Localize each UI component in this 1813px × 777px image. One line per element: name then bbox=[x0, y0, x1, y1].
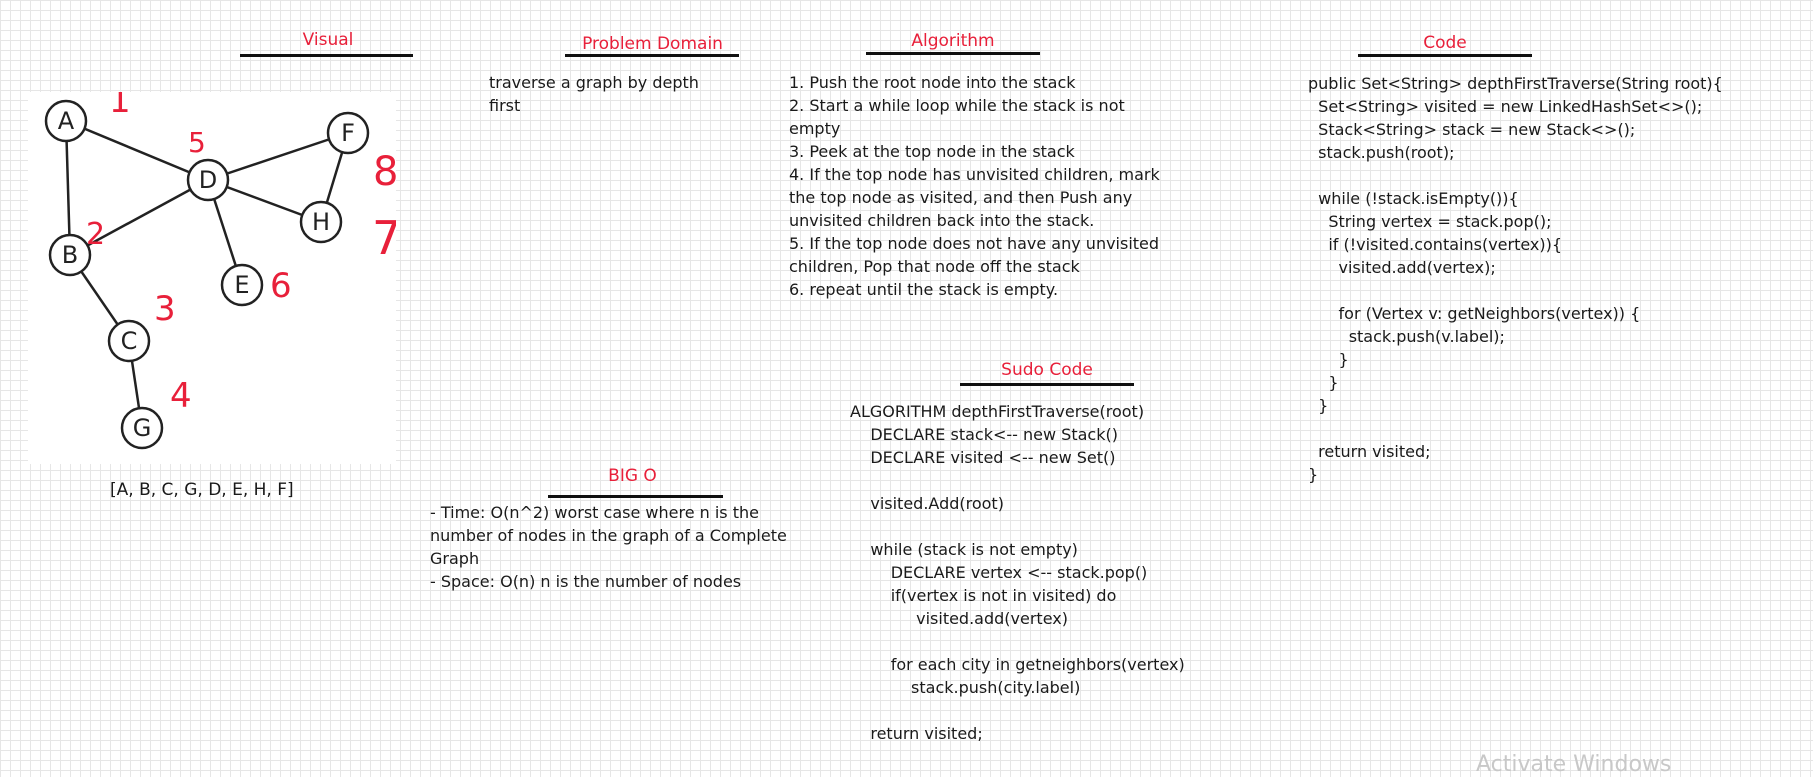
pseudo-code-line: visited.add(vertex) bbox=[850, 609, 1068, 628]
code-line bbox=[1308, 417, 1723, 440]
pseudo-code-line: while (stack is not empty) bbox=[850, 540, 1078, 559]
algorithm-step: 6. repeat until the stack is empty. bbox=[789, 280, 1059, 299]
code-line: for (Vertex v: getNeighbors(vertex)) { bbox=[1308, 304, 1641, 323]
node-circle bbox=[44, 99, 88, 143]
algorithm-step: 4. If the top node has unvisited childre… bbox=[789, 165, 1160, 230]
node-circle bbox=[107, 319, 151, 363]
node-label: E bbox=[234, 271, 249, 299]
traversal-result: [A, B, C, G, D, E, H, F] bbox=[110, 480, 294, 500]
node-label: B bbox=[62, 241, 78, 269]
pseudo-code-line: DECLARE stack<-- new Stack() bbox=[850, 425, 1118, 444]
node-circle bbox=[220, 263, 264, 307]
algorithm-step: 2. Start a while loop while the stack is… bbox=[789, 96, 1125, 138]
big-o-underline bbox=[548, 495, 723, 498]
big-o-title: BIG O bbox=[608, 466, 657, 486]
node-label: F bbox=[341, 119, 355, 147]
code-underline bbox=[1358, 54, 1532, 57]
pseudo-code-line: if(vertex is not in visited) do bbox=[850, 586, 1117, 605]
pseudo-code-line: for each city in getneighbors(vertex) bbox=[850, 655, 1185, 674]
code-line bbox=[1308, 164, 1723, 187]
pseudo-code-block: ALGORITHM depthFirstTraverse(root) DECLA… bbox=[850, 400, 1185, 745]
big-o-text: - Time: O(n^2) worst case where n is the… bbox=[430, 503, 787, 591]
node-circle bbox=[299, 200, 343, 244]
pseudo-code-line: DECLARE visited <-- new Set() bbox=[850, 448, 1116, 467]
pseudo-code-line bbox=[850, 515, 1185, 538]
visual-underline bbox=[240, 54, 413, 57]
graph-node-e: E bbox=[220, 263, 264, 307]
node-circle bbox=[326, 111, 370, 155]
code-line: } bbox=[1308, 396, 1329, 415]
code-line bbox=[1308, 279, 1723, 302]
visit-order-c: 3 bbox=[154, 289, 176, 329]
pseudo-code-line: return visited; bbox=[850, 724, 983, 743]
problem-domain-text: traverse a graph by depth first bbox=[489, 73, 699, 115]
algorithm-title: Algorithm bbox=[911, 31, 995, 51]
pseudo-code-line: ALGORITHM depthFirstTraverse(root) bbox=[850, 402, 1145, 421]
graph-node-g: G bbox=[120, 406, 164, 450]
graph-edge-d-b bbox=[69, 178, 209, 257]
node-label: G bbox=[133, 414, 152, 442]
pseudo-code-line: visited.Add(root) bbox=[850, 494, 1004, 513]
algorithm-step: 1. Push the root node into the stack bbox=[789, 73, 1076, 92]
algorithm-underline bbox=[866, 52, 1040, 55]
pseudo-code-underline bbox=[960, 383, 1134, 386]
visit-order-a: 1 bbox=[109, 92, 131, 121]
code-block: public Set<String> depthFirstTraverse(St… bbox=[1308, 72, 1723, 486]
graph-edge-a-d bbox=[65, 119, 209, 182]
visit-order-h: 7 bbox=[372, 211, 396, 265]
code-line: Set<String> visited = new LinkedHashSet<… bbox=[1308, 97, 1703, 116]
graph-node-f: F bbox=[326, 111, 370, 155]
node-label: C bbox=[121, 327, 138, 355]
code-line: String vertex = stack.pop(); bbox=[1308, 212, 1552, 231]
code-line: } bbox=[1308, 373, 1339, 392]
graph-edge-d-f bbox=[207, 131, 349, 182]
pseudo-code-line bbox=[850, 699, 1185, 722]
node-label: D bbox=[199, 166, 217, 194]
visit-order-e: 6 bbox=[270, 266, 292, 306]
code-line: if (!visited.contains(vertex)){ bbox=[1308, 235, 1563, 254]
visit-order-d: 5 bbox=[188, 126, 206, 159]
code-line: public Set<String> depthFirstTraverse(St… bbox=[1308, 74, 1723, 93]
visit-order-f: 8 bbox=[373, 149, 396, 195]
algorithm-steps: 1. Push the root node into the stack 2. … bbox=[789, 71, 1160, 301]
code-title: Code bbox=[1423, 33, 1467, 53]
code-line: } bbox=[1308, 465, 1319, 484]
graph-node-b: B bbox=[48, 233, 92, 277]
algorithm-step: 3. Peek at the top node in the stack bbox=[789, 142, 1075, 161]
visit-order-b: 2 bbox=[86, 217, 105, 252]
code-line: Stack<String> stack = new Stack<>(); bbox=[1308, 120, 1636, 139]
code-line: } bbox=[1308, 350, 1349, 369]
graph-panel: A B C D E F G H 1 2 3 4 5 6 7 8 bbox=[28, 81, 401, 464]
pseudo-code-line bbox=[850, 630, 1185, 653]
graph-diagram: A B C D E F G H 1 2 3 4 5 6 7 8 bbox=[44, 81, 401, 450]
pseudo-code-title: Sudo Code bbox=[1001, 360, 1093, 380]
graph-node-d: D bbox=[186, 158, 230, 202]
code-line: stack.push(root); bbox=[1308, 143, 1455, 162]
code-line: visited.add(vertex); bbox=[1308, 258, 1496, 277]
pseudo-code-line: DECLARE vertex <-- stack.pop() bbox=[850, 563, 1148, 582]
graph-node-a: A bbox=[44, 99, 88, 143]
visit-order-g: 4 bbox=[170, 376, 192, 416]
pseudo-code-line: stack.push(city.label) bbox=[850, 678, 1081, 697]
graph-node-c: C bbox=[107, 319, 151, 363]
problem-domain-title: Problem Domain bbox=[582, 34, 723, 54]
algorithm-step: 5. If the top node does not have any unv… bbox=[789, 234, 1160, 276]
code-line: while (!stack.isEmpty()){ bbox=[1308, 189, 1519, 208]
code-line: stack.push(v.label); bbox=[1308, 327, 1505, 346]
node-circle bbox=[120, 406, 164, 450]
visual-title: Visual bbox=[302, 30, 354, 50]
pseudo-code-line bbox=[850, 469, 1185, 492]
graph-edge-a-b bbox=[64, 120, 72, 256]
code-line: return visited; bbox=[1308, 442, 1431, 461]
node-circle bbox=[48, 233, 92, 277]
node-label: A bbox=[58, 107, 75, 135]
graph-node-h: H bbox=[299, 200, 343, 244]
node-circle bbox=[186, 158, 230, 202]
problem-domain-underline bbox=[565, 54, 739, 57]
node-label: H bbox=[312, 208, 330, 236]
